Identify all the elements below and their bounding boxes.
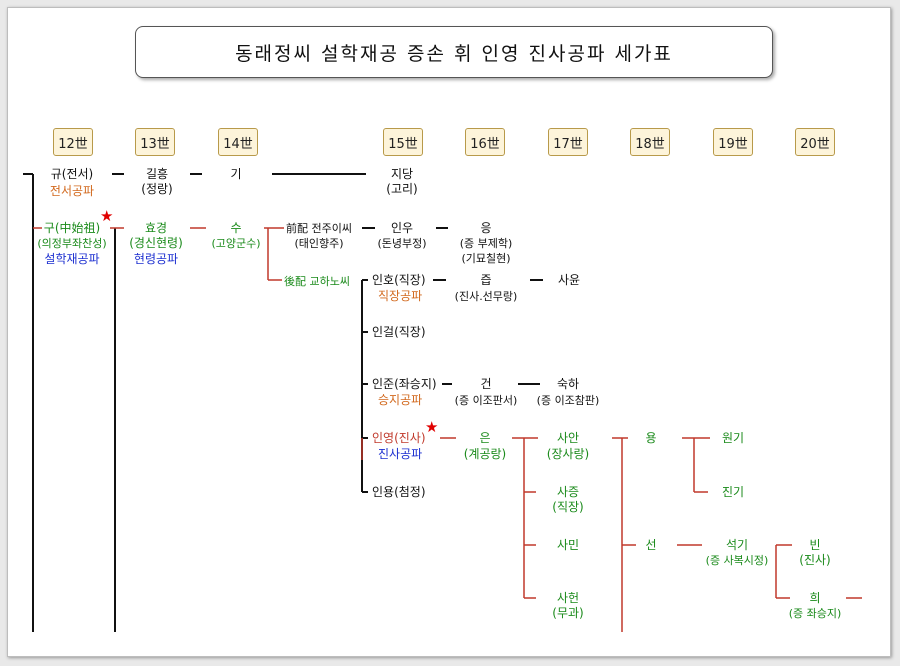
- title-jidang: (고리): [386, 182, 418, 196]
- person-jidang: 지당: [390, 167, 414, 181]
- person-sayun: 사윤: [557, 273, 581, 287]
- generation-label: 18世: [630, 128, 670, 156]
- person-hui: 희: [809, 591, 821, 605]
- person-su: 수: [230, 221, 242, 235]
- person-yong: 용: [645, 431, 657, 445]
- person-eung: 응: [480, 221, 492, 235]
- generation-label: 20世: [795, 128, 835, 156]
- title-jeup: (진사.선무랑): [454, 290, 518, 303]
- person-inho: 인호(직장): [372, 273, 426, 287]
- person-gyu: 규(전서): [50, 167, 94, 181]
- branch-hyeollyeong: 현령공파: [133, 252, 179, 266]
- person-inyeong: 인영(진사): [372, 431, 426, 445]
- page-frame: [7, 7, 891, 657]
- person-samin: 사민: [556, 538, 580, 552]
- person-hyogyeong: 효경: [144, 221, 168, 235]
- person-ingeol: 인걸(직장): [372, 325, 426, 339]
- person-saan: 사안: [556, 431, 580, 445]
- title-su: (고양군수): [211, 237, 261, 250]
- branch-seungji: 승지공파: [378, 393, 423, 407]
- spouse-gyoha-no: 後配 교하노씨: [284, 275, 350, 288]
- branch-jikjang: 직장공파: [378, 289, 423, 303]
- person-jingi: 진기: [721, 485, 745, 499]
- star-icon: ★: [425, 418, 439, 436]
- title-eun: (계공랑): [463, 447, 507, 461]
- person-seon: 선: [645, 538, 657, 552]
- generation-label: 14世: [218, 128, 258, 156]
- title-hyogyeong: (경신현령): [129, 236, 183, 250]
- generation-label: 15世: [383, 128, 423, 156]
- person-wongi: 원기: [721, 431, 745, 445]
- person-gi: 기: [230, 167, 242, 181]
- title-inu: (돈녕부정): [377, 237, 427, 250]
- generation-label: 19世: [713, 128, 753, 156]
- person-seokgi: 석기: [725, 538, 749, 552]
- person-geon: 건: [480, 377, 492, 391]
- generation-label: 17世: [548, 128, 588, 156]
- person-sukha: 숙하: [556, 377, 580, 391]
- person-injun: 인준(좌승지): [372, 377, 437, 391]
- person-gu: 구(中始祖): [43, 221, 101, 235]
- person-inyong: 인용(첨정): [372, 485, 426, 499]
- person-sahyeon: 사헌: [556, 591, 580, 605]
- title-eung: (증 부제학): [459, 237, 513, 250]
- title-eung-2: (기묘칠현): [461, 252, 511, 265]
- title-sajeung: (직장): [552, 500, 584, 514]
- person-bin: 빈: [809, 538, 821, 552]
- generation-label: 13世: [135, 128, 175, 156]
- person-inu: 인우: [390, 221, 414, 235]
- title-hui: (증 좌승지): [788, 607, 842, 620]
- branch-jinsa: 진사공파: [378, 447, 423, 461]
- generation-label: 12世: [53, 128, 93, 156]
- generation-label: 16世: [465, 128, 505, 156]
- title-geon: (증 이조판서): [454, 394, 518, 407]
- star-icon: ★: [100, 207, 114, 225]
- page-title: 동래정씨 설학재공 증손 휘 인영 진사공파 세가표: [135, 26, 773, 78]
- branch-seolhakjae: 설학재공파: [44, 252, 100, 266]
- person-jeup: 즙: [480, 273, 492, 287]
- title-seokgi: (증 사복시정): [705, 554, 769, 567]
- title-bin: (진사): [799, 553, 831, 567]
- person-eun: 은: [479, 431, 491, 445]
- title-sukha: (증 이조참판): [536, 394, 600, 407]
- title-gilheung: (정랑): [141, 182, 173, 196]
- branch-jeonseo: 전서공파: [49, 184, 95, 198]
- spouse-jeonju-lee: 前配 전주이씨: [286, 222, 352, 235]
- title-sahyeon: (무과): [552, 606, 584, 620]
- person-sajeung: 사증: [556, 485, 580, 499]
- title-gu: (의정부좌찬성): [37, 237, 107, 250]
- person-gilheung: 길흥: [145, 167, 169, 181]
- title-saan: (장사랑): [546, 447, 590, 461]
- title-spouse-jeonju-lee: (태인향주): [294, 237, 344, 250]
